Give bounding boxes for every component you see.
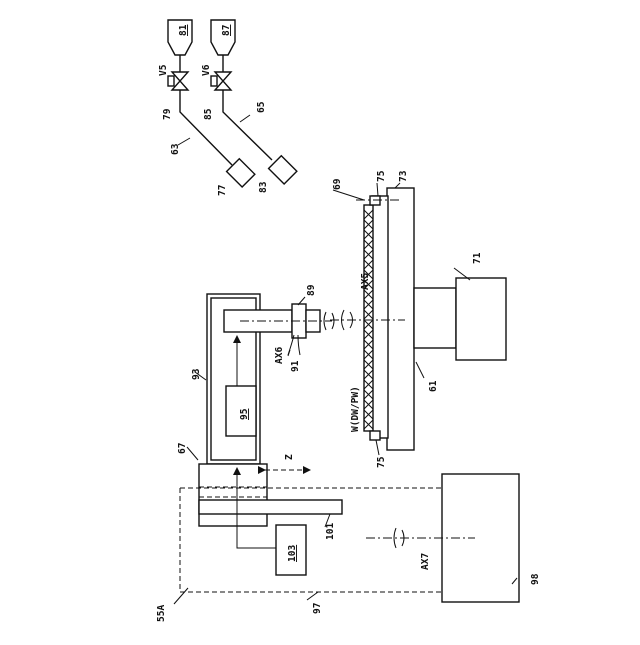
nozzle-83 (269, 156, 297, 184)
arm-assembly (199, 294, 342, 575)
label-85: 85 (203, 108, 214, 120)
label-103: 103 (287, 545, 298, 562)
clamp-75-bottom (370, 431, 380, 440)
label-77: 77 (217, 185, 228, 196)
label-89: 89 (306, 284, 317, 296)
label-97: 97 (312, 603, 323, 614)
label-71: 71 (472, 252, 483, 264)
valve-v5-actuator (168, 76, 174, 86)
shaft-61 (414, 288, 456, 348)
label-83: 83 (258, 181, 269, 193)
label-ax7: AX7 (420, 553, 431, 570)
label-81: 81 (178, 24, 189, 36)
label-63: 63 (170, 143, 181, 155)
label-wafer: W(DW/PW) (350, 386, 361, 432)
label-55a: 55A (156, 605, 167, 622)
label-95: 95 (239, 408, 250, 420)
column-67 (199, 464, 267, 526)
label-98: 98 (530, 573, 541, 585)
label-69: 69 (332, 178, 343, 190)
label-65: 65 (256, 101, 267, 113)
label-91: 91 (290, 360, 301, 372)
label-v5: V5 (158, 64, 169, 76)
label-101: 101 (325, 523, 336, 540)
label-v6: V6 (201, 64, 212, 76)
label-ax5: AX5 (360, 273, 371, 290)
label-z: Z (284, 454, 295, 460)
table-73 (387, 188, 414, 450)
label-ax6: AX6 (274, 347, 285, 364)
label-73: 73 (398, 170, 409, 182)
label-93: 93 (191, 368, 202, 380)
holder-75 (372, 196, 388, 438)
label-79: 79 (162, 108, 173, 120)
motor-71 (456, 278, 506, 360)
label-75-bottom: 75 (376, 456, 387, 468)
label-75-top: 75 (376, 170, 387, 182)
gas-supply-assembly (168, 20, 297, 187)
label-87: 87 (221, 25, 232, 36)
label-67: 67 (177, 443, 188, 454)
label-61: 61 (428, 380, 439, 392)
valve-v6-actuator (211, 76, 217, 86)
beam-101 (199, 500, 342, 514)
